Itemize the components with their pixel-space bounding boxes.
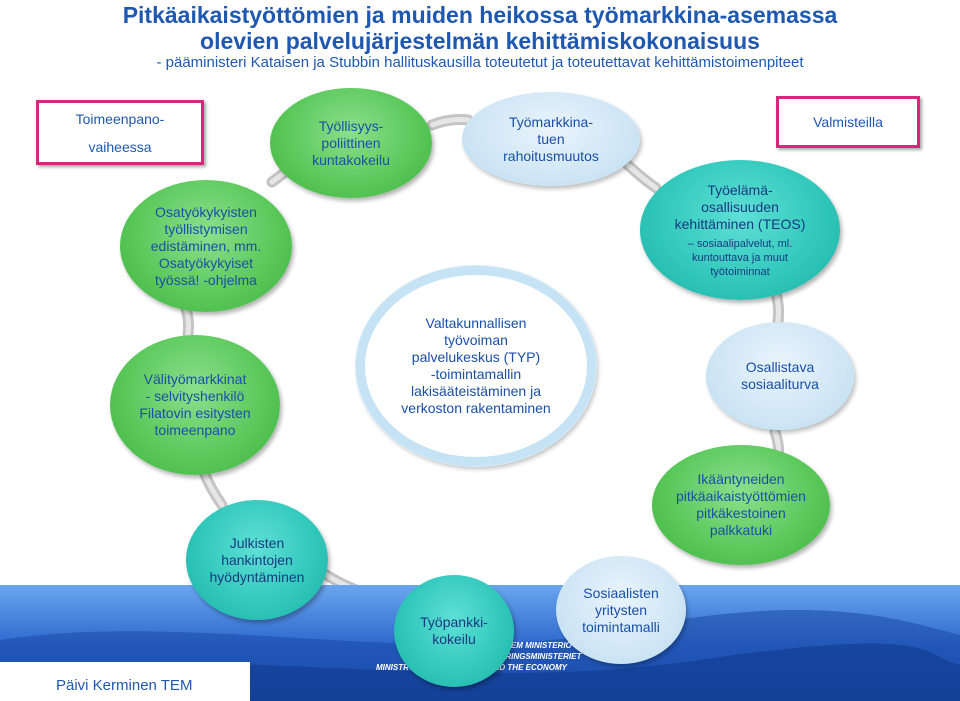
node-osallistava-sosiaaliturva: Osallistava sosiaaliturva bbox=[706, 322, 854, 430]
node-text-line: palkkatuki bbox=[709, 522, 773, 538]
node-text-line: verkoston rakentaminen bbox=[401, 400, 551, 416]
node-text-line: kuntouttava ja muut bbox=[691, 251, 788, 264]
node-sosiaalisten-yritysten: Sosiaalisten yritysten toimintamalli bbox=[556, 556, 686, 664]
footer-white-area bbox=[0, 662, 250, 701]
node-text-line: kokeilu bbox=[432, 631, 476, 647]
node-text-line: pitkäkestoinen bbox=[696, 505, 786, 521]
legend-preparation: Valmisteilla bbox=[776, 96, 920, 148]
node-text-line: edistäminen, mm. bbox=[150, 237, 262, 254]
node-text-line: – sosiaalipalvelut, ml. bbox=[687, 237, 793, 250]
node-text-line: kuntakokeilu bbox=[312, 151, 390, 168]
node-tyopankkikokeilu: Työpankki- kokeilu bbox=[394, 575, 514, 687]
node-text-line: Osatyökykyisten bbox=[155, 203, 257, 220]
node-text-line: Välityömarkkinat bbox=[143, 371, 247, 387]
legend-implementation-label: Toimeenpano- bbox=[75, 110, 165, 127]
logo-line: TEM MINISTERIÖ bbox=[506, 641, 572, 650]
node-text-line: osallisuuden bbox=[701, 198, 779, 215]
node-text-line: rahoitusmuutos bbox=[503, 147, 599, 164]
node-text-line: Työmarkkina- bbox=[508, 113, 594, 130]
node-text-line: Filatovin esitysten bbox=[139, 405, 251, 421]
node-text-line: Työelämä- bbox=[707, 181, 773, 198]
node-text-line: Työllisyys- bbox=[318, 117, 384, 134]
node-text-line: palvelukeskus (TYP) bbox=[411, 349, 541, 365]
node-text-line: työllistymisen bbox=[164, 220, 248, 237]
node-text-line: -toimintamallin bbox=[430, 366, 522, 382]
page-title: Pitkäaikaistyöttömien ja muiden heikossa… bbox=[122, 2, 838, 28]
node-text-line: pitkäaikaistyöttömien bbox=[676, 488, 806, 504]
node-osatyokykyisten-tyollistyminen: Osatyökykyisten työllistymisen edistämin… bbox=[120, 180, 292, 312]
page-subtitle: - pääministeri Kataisen ja Stubbin halli… bbox=[156, 54, 804, 71]
logo-line: ARBETS- OCH NÄRINGSMINISTERIET bbox=[436, 652, 582, 661]
node-ikaantyneiden-palkkatuki: Ikääntyneiden pitkäaikaistyöttömien pitk… bbox=[652, 445, 830, 565]
node-valityomarkkinat: Välityömarkkinat - selvityshenkilö Filat… bbox=[110, 335, 280, 475]
node-teos: Työelämä- osallisuuden kehittäminen (TEO… bbox=[640, 160, 840, 300]
node-text-line: yritysten bbox=[594, 601, 648, 618]
node-text-line: Valtakunnallisen bbox=[425, 315, 527, 331]
node-tyomarkkinatuen-rahoitusmuutos: Työmarkkina- tuen rahoitusmuutos bbox=[462, 92, 640, 186]
node-text-line: työssä! -ohjelma bbox=[155, 271, 257, 288]
node-text-line: - selvityshenkilö bbox=[145, 388, 245, 404]
node-text-line: poliittinen bbox=[321, 134, 381, 151]
legend-implementation-label: vaiheessa bbox=[88, 138, 152, 155]
legend-implementation: Toimeenpano- vaiheessa bbox=[36, 100, 204, 165]
node-tyollisyyspoliittinen-kuntakokeilu: Työllisyys- poliittinen kuntakokeilu bbox=[270, 88, 432, 198]
node-text-line: lakisääteistäminen ja bbox=[411, 383, 541, 399]
node-text-line: Sosiaalisten bbox=[583, 584, 659, 601]
node-text-line: työtoiminnat bbox=[710, 265, 770, 278]
node-text-line: kehittäminen (TEOS) bbox=[674, 215, 806, 232]
node-text-line: hyödyntäminen bbox=[209, 568, 305, 585]
node-julkisten-hankintojen: Julkisten hankintojen hyödyntäminen bbox=[186, 500, 328, 620]
node-text-line: toimintamalli bbox=[582, 618, 660, 635]
node-text-line: Osallistava bbox=[745, 359, 815, 375]
node-text-line: hankintojen bbox=[221, 551, 293, 568]
node-text-line: Työpankki- bbox=[420, 614, 488, 630]
node-typ-center: Valtakunnallisen työvoiman palvelukeskus… bbox=[356, 266, 596, 466]
page-title-line2: olevien palvelujärjestelmän kehittämisko… bbox=[200, 28, 760, 54]
node-text-line: Osatyökykyiset bbox=[158, 254, 254, 271]
node-text-line: sosiaaliturva bbox=[741, 376, 819, 392]
node-text-line: toimeenpano bbox=[154, 422, 236, 438]
node-text-line: Ikääntyneiden bbox=[697, 471, 785, 487]
node-text-line: Julkisten bbox=[229, 534, 285, 551]
node-text-line: työvoiman bbox=[444, 332, 508, 348]
node-text-line: tuen bbox=[537, 130, 565, 147]
author-label: Päivi Kerminen TEM bbox=[56, 677, 193, 694]
legend-preparation-label: Valmisteilla bbox=[813, 114, 883, 130]
